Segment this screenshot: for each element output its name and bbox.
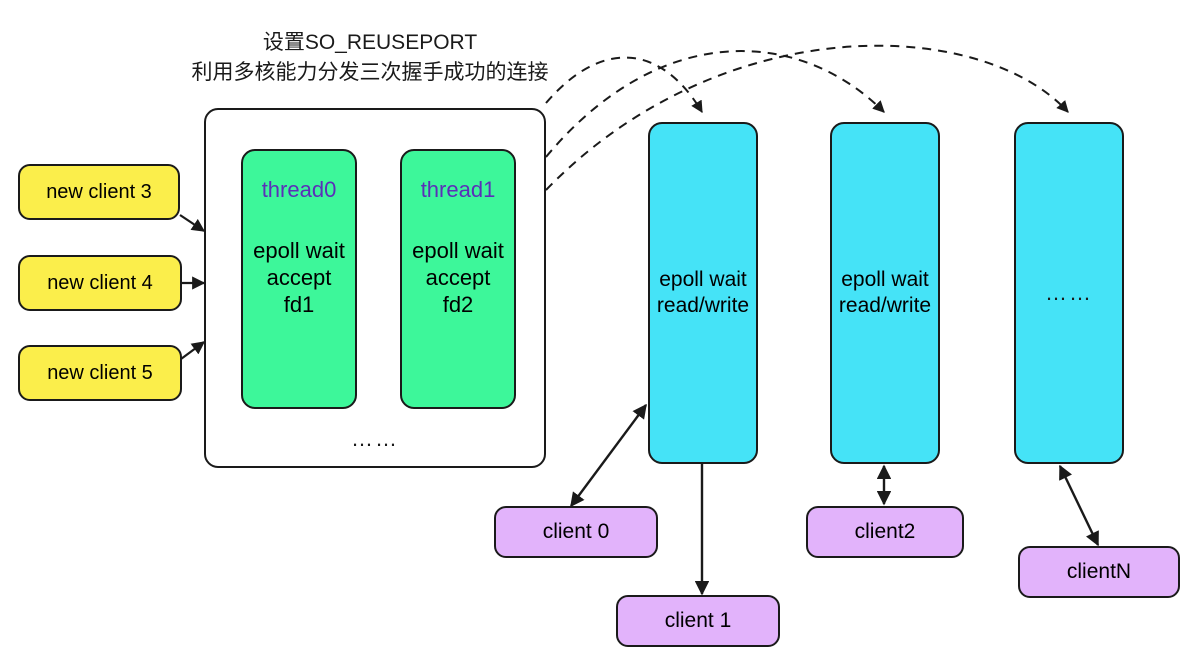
edge-client0-worker1 bbox=[570, 403, 647, 508]
worker-box-2[interactable]: epoll wait read/write bbox=[830, 122, 940, 464]
thread-0-body-line-2: accept bbox=[266, 265, 332, 290]
worker-2-line-2: read/write bbox=[838, 294, 932, 317]
worker-box-3[interactable]: …… bbox=[1014, 122, 1124, 464]
edge-dispatch-worker-1 bbox=[545, 56, 703, 114]
diagram-title-line-1: 设置SO_REUSEPORT bbox=[262, 31, 478, 54]
worker-3-ellipsis: …… bbox=[1045, 280, 1093, 305]
thread-1-body-line-1: epoll wait bbox=[412, 238, 504, 263]
thread-0-label: thread0 bbox=[261, 177, 337, 202]
new-client-5-label: new client 5 bbox=[47, 361, 153, 384]
client-2-label: client2 bbox=[854, 520, 916, 543]
thread-0-box[interactable]: thread0 epoll wait accept fd1 bbox=[241, 149, 357, 409]
client-n-box[interactable]: clientN bbox=[1018, 546, 1180, 598]
diagram-title: 设置SO_REUSEPORT 利用多核能力分发三次握手成功的连接 bbox=[185, 28, 555, 88]
client-n-label: clientN bbox=[1066, 560, 1132, 583]
thread-0-body: epoll wait accept fd1 bbox=[253, 237, 345, 318]
client-0-box[interactable]: client 0 bbox=[494, 506, 658, 558]
thread-1-body-line-3: fd2 bbox=[442, 292, 474, 317]
edge-newclient3-to-container bbox=[179, 214, 206, 232]
thread-1-label: thread1 bbox=[420, 177, 496, 202]
new-client-4-label: new client 4 bbox=[47, 271, 153, 294]
new-client-3-label: new client 3 bbox=[46, 180, 152, 203]
new-client-4-box[interactable]: new client 4 bbox=[18, 255, 182, 311]
worker-1-line-1: epoll wait bbox=[659, 268, 747, 291]
new-client-5-box[interactable]: new client 5 bbox=[18, 345, 182, 401]
client-1-label: client 1 bbox=[664, 609, 732, 632]
thread-1-body-line-2: accept bbox=[425, 265, 491, 290]
client-0-label: client 0 bbox=[542, 520, 610, 543]
worker-2-line-1: epoll wait bbox=[841, 268, 929, 291]
thread-1-body: epoll wait accept fd2 bbox=[412, 237, 504, 318]
accept-container-ellipsis: …… bbox=[351, 426, 399, 451]
edge-newclient5-to-container bbox=[180, 341, 206, 360]
edge-clientn-worker3 bbox=[1058, 464, 1100, 547]
diagram-title-line-2: 利用多核能力分发三次握手成功的连接 bbox=[191, 61, 549, 84]
edge-dispatch-worker-3 bbox=[545, 44, 1069, 191]
worker-box-1[interactable]: epoll wait read/write bbox=[648, 122, 758, 464]
worker-1-line-2: read/write bbox=[656, 294, 750, 317]
client-2-box[interactable]: client2 bbox=[806, 506, 964, 558]
thread-0-body-line-3: fd1 bbox=[283, 292, 315, 317]
new-client-3-box[interactable]: new client 3 bbox=[18, 164, 180, 220]
thread-1-box[interactable]: thread1 epoll wait accept fd2 bbox=[400, 149, 516, 409]
client-1-box[interactable]: client 1 bbox=[616, 595, 780, 647]
thread-0-body-line-1: epoll wait bbox=[253, 238, 345, 263]
